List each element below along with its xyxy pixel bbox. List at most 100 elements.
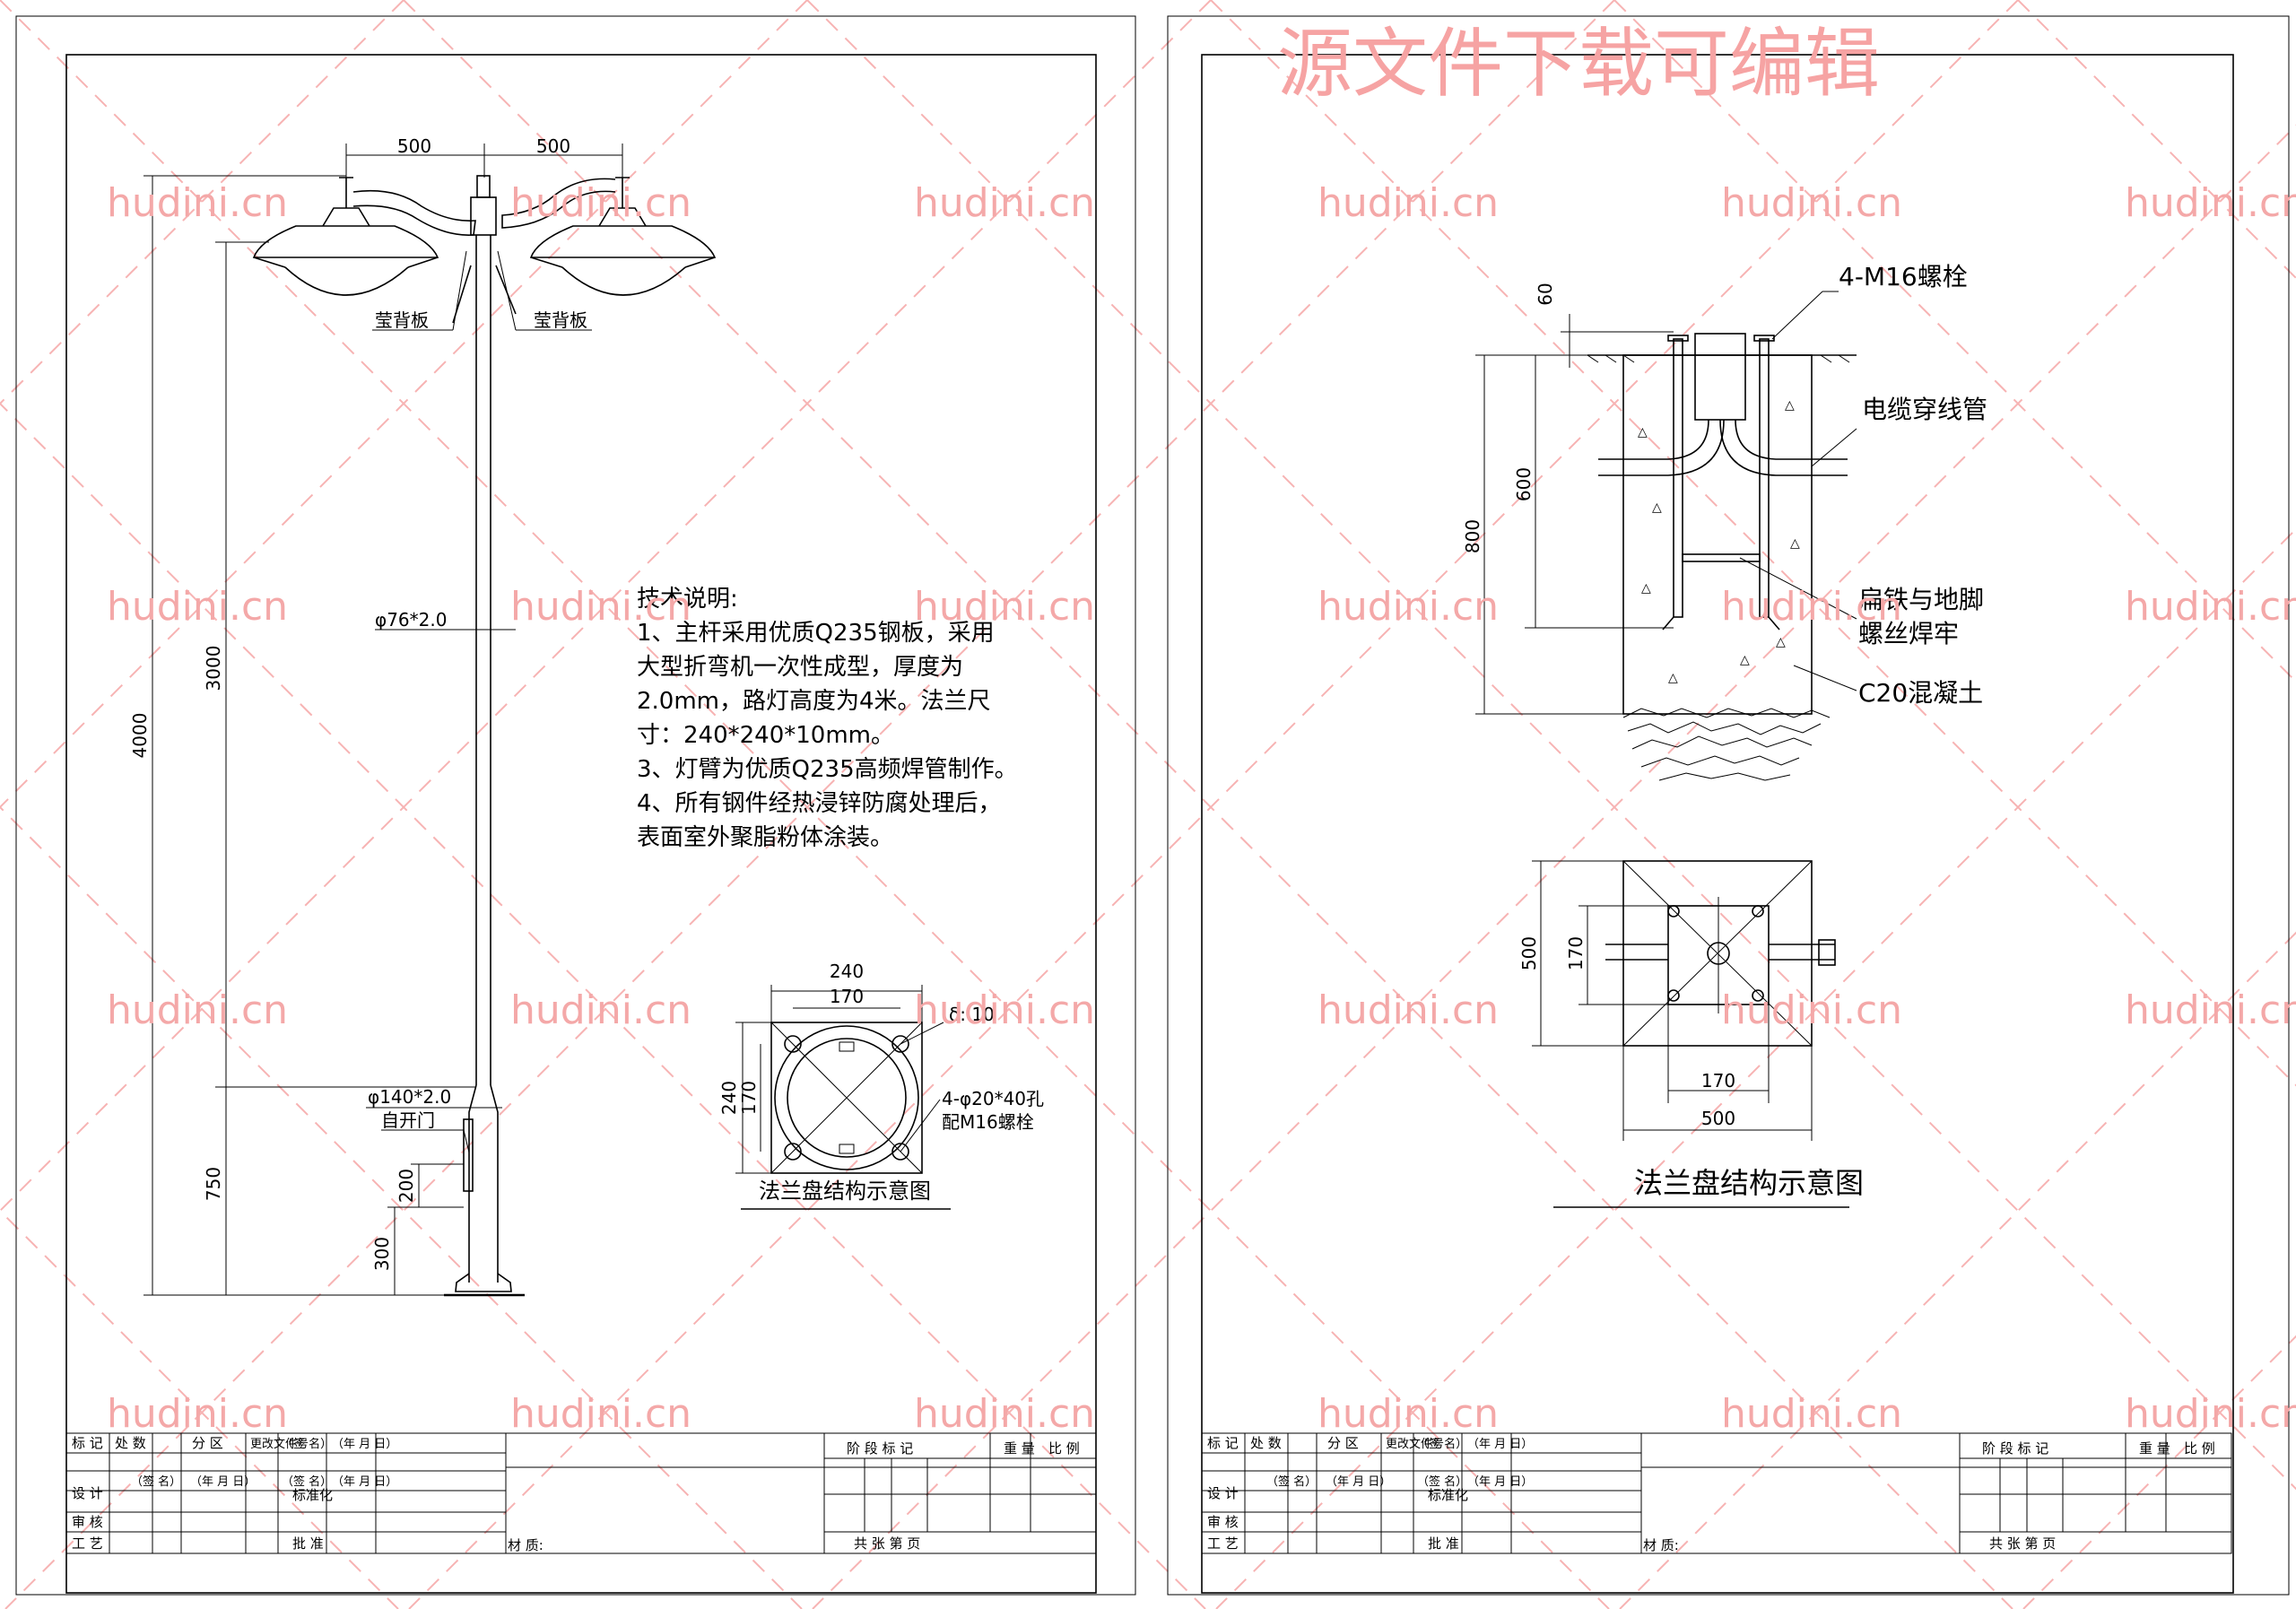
callout-conduit: 电缆穿线管 <box>1862 395 1987 424</box>
dimension-arm-span: 500 500 <box>345 135 623 178</box>
watermark-text-layer: hudini.cn hudini.cn hudini.cn hudini.cn hudi… <box>107 180 2296 1437</box>
watermark-diagonal <box>0 0 404 405</box>
title-block-right: 标 记处 数分 区更改文件号（签 名）（年 月 日）（签 名）（年 月 日）（签… <box>1201 1432 2232 1554</box>
dim-door-offset: 300 <box>371 1237 393 1271</box>
notes-line-6: 4、所有钢件经热浸锌防腐处理后， <box>637 790 1002 817</box>
dim-upper-height: 3000 <box>203 646 224 691</box>
flange-dim-inner-w: 170 <box>830 986 864 1007</box>
callout-bolts: 4-M16螺栓 <box>1839 262 1968 291</box>
notes-line-7: 表面室外聚脂粉体涂装。 <box>637 824 893 851</box>
watermark-diagonal <box>812 124 2296 1609</box>
tb-stage-mark: 阶 段 标 记 <box>1982 1440 2048 1457</box>
flange-caption-left: 法兰盘结构示意图 <box>759 1178 931 1204</box>
tb-mark: 标 记 <box>72 1435 103 1451</box>
callout-weld-2: 螺丝焊牢 <box>1858 619 1959 648</box>
tb-date: （年 月 日） <box>1467 1438 1533 1451</box>
title-block-frame <box>1201 1432 2232 1554</box>
rubble-base <box>1622 708 1831 781</box>
dimension-heights: 4000 3000 750 200 300 <box>129 175 476 1296</box>
svg-text:△: △ <box>1652 500 1662 515</box>
lamp-head-left <box>252 207 439 296</box>
plan-caption: 法兰盘结构示意图 <box>1634 1166 1864 1200</box>
watermark-site-text: hudini.cn <box>1721 180 1902 226</box>
watermark-site-text: hudini.cn <box>510 584 691 630</box>
foundation-callouts: 4-M16螺栓 电缆穿线管 扁铁与地脚 螺丝焊牢 C20混凝土 <box>1739 262 1987 708</box>
tb-sign: （签 名） <box>282 1437 332 1451</box>
notes-line-4: 寸：240*240*10mm。 <box>637 722 894 749</box>
watermark-site-text: hudini.cn <box>107 180 288 226</box>
svg-text:△: △ <box>1638 425 1648 439</box>
tb-zone: 分 区 <box>1327 1435 1359 1451</box>
cable-conduit <box>1598 419 1848 476</box>
technical-notes: 技术说明: 1、主杆采用优质Q235钢板，采用 大型折弯机一次性成型，厚度为 2… <box>637 586 1018 851</box>
tb-sign-3: （签 名） <box>1417 1474 1467 1489</box>
tb-date-2: （年 月 日） <box>190 1475 256 1489</box>
watermark-banner: 源文件下载可编辑 <box>1277 20 1880 108</box>
watermark-site-text: hudini.cn <box>2125 1391 2296 1437</box>
tb-date-3: （年 月 日） <box>332 1475 397 1489</box>
notes-line-1: 1、主杆采用优质Q235钢板，采用 <box>637 620 995 647</box>
watermark-site-text: hudini.cn <box>107 987 288 1033</box>
watermark-diagonal <box>1619 931 2296 1609</box>
tb-date-3: （年 月 日） <box>1467 1475 1533 1489</box>
tb-review: 审 核 <box>1207 1514 1239 1530</box>
watermark-diagonal <box>0 0 1610 1609</box>
tb-design: 设 计 <box>1207 1485 1239 1501</box>
watermark-diagonal <box>2017 0 2296 280</box>
svg-text:△: △ <box>1668 671 1678 685</box>
tb-sign: （签 名） <box>1417 1437 1467 1451</box>
foundation-plan: 500 170 170 500 法兰盘结构示意图 <box>1518 860 1864 1208</box>
plan-dim-inner-v: 170 <box>1565 936 1587 970</box>
notes-line-5: 3、灯臂为优质Q235高频焊管制作。 <box>637 756 1018 783</box>
watermark-site-text: hudini.cn <box>914 1391 1095 1437</box>
watermark-site-text: hudini.cn <box>2125 987 2296 1033</box>
watermark-diagonal <box>806 0 2296 1491</box>
title-block-left: 标 记处 数分 区更改文件号（签 名）（年 月 日）（签 名）（年 月 日）（签… <box>65 1432 1097 1554</box>
flange-holes-line2: 配M16螺栓 <box>942 1111 1034 1133</box>
dimension-diameters: φ76*2.0 φ140*2.0 自开门 <box>366 609 516 1153</box>
foundation-dim-800: 800 <box>1462 519 1483 553</box>
dim-total-height: 4000 <box>129 713 151 759</box>
lamp-head-right <box>529 207 717 296</box>
callout-concrete: C20混凝土 <box>1858 678 1983 708</box>
tb-count: 处 数 <box>1250 1435 1282 1451</box>
tb-approve: 批 准 <box>1428 1535 1459 1552</box>
lamp-arms <box>339 177 630 236</box>
callout-weld-1: 扁铁与地脚 <box>1858 585 1984 614</box>
watermark-site-text: hudini.cn <box>914 180 1095 226</box>
right-sheet-border <box>1167 15 2290 1596</box>
plan-dim-outer-h: 500 <box>1701 1108 1735 1129</box>
left-sheet-border <box>15 15 1136 1596</box>
tb-sign-2: （签 名） <box>131 1474 181 1489</box>
watermark-diagonal <box>1210 0 2296 1087</box>
watermark-site-text: hudini.cn <box>510 987 691 1033</box>
flange-dim-outer-h: 240 <box>718 1081 740 1115</box>
watermark-site-text: hudini.cn <box>107 584 288 630</box>
dim-upper-diameter: φ76*2.0 <box>375 609 447 631</box>
concrete-hatch: △ △ △ △ △ △ △ △ <box>1638 398 1800 685</box>
label-lamp-right: 莹背板 <box>534 309 587 331</box>
tb-material: 材 质: <box>1643 1537 1679 1553</box>
tb-design: 设 计 <box>72 1485 103 1501</box>
watermark-site-text: hudini.cn <box>2125 584 2296 630</box>
tb-weight: 重 量 <box>1004 1440 1035 1457</box>
watermark-diagonal <box>1613 0 2296 683</box>
tb-sign-3: （签 名） <box>282 1474 332 1489</box>
dim-arm-right: 500 <box>536 135 570 157</box>
tb-mark: 标 记 <box>1207 1435 1239 1451</box>
watermark-site-text: hudini.cn <box>914 584 1095 630</box>
plan-dim-inner-h: 170 <box>1701 1070 1735 1092</box>
flange-holes-line1: 4-φ20*40孔 <box>942 1088 1044 1109</box>
watermark-site-text: hudini.cn <box>1721 584 1902 630</box>
svg-text:△: △ <box>1776 635 1786 649</box>
pole-elevation: 500 500 4000 3000 750 200 300 φ <box>129 135 717 1297</box>
tb-stage-mark: 阶 段 标 记 <box>847 1440 913 1457</box>
foundation-dim-600: 600 <box>1513 467 1535 501</box>
watermark-diagonal <box>0 805 803 1609</box>
watermark-site-text: hudini.cn <box>1318 1391 1499 1437</box>
tb-scale: 比 例 <box>1048 1440 1080 1457</box>
watermark-site-text: hudini.cn <box>1318 987 1499 1033</box>
flange-plan-left: 240 170 240 170 δ: 10 4-φ20*40孔 配M16螺栓 法… <box>718 961 1044 1210</box>
watermark-diagonal <box>0 0 1212 1213</box>
